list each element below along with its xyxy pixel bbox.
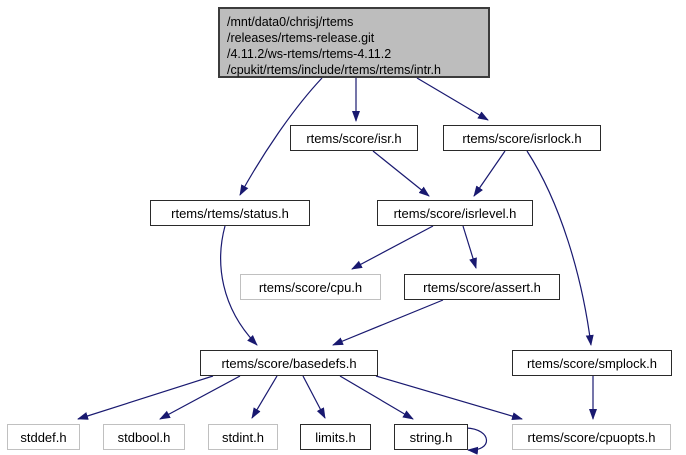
edge-isrlock-to-isrlevel	[473, 150, 506, 197]
edge-intr-to-isrlock	[416, 77, 489, 121]
node-cpuopts-h: rtems/score/cpuopts.h	[512, 424, 671, 450]
node-string-h[interactable]: string.h	[394, 424, 468, 450]
node-cpu-h: rtems/score/cpu.h	[240, 274, 381, 300]
node-isrlock-h[interactable]: rtems/score/isrlock.h	[443, 125, 601, 151]
node-basedefs-h[interactable]: rtems/score/basedefs.h	[200, 350, 378, 376]
edge-isrlevel-to-assert	[462, 225, 477, 269]
edge-basedefs-to-string	[339, 375, 414, 420]
node-isr-h[interactable]: rtems/score/isr.h	[290, 125, 418, 151]
edge-basedefs-to-cpuopts	[375, 375, 523, 421]
edge-assert-to-basedefs	[332, 299, 444, 346]
edge-string-self-loop	[465, 427, 487, 455]
edge-basedefs-to-stdbool	[159, 375, 241, 420]
node-isrlevel-h[interactable]: rtems/score/isrlevel.h	[377, 200, 533, 226]
node-limits-h[interactable]: limits.h	[300, 424, 371, 450]
node-stdbool-h: stdbool.h	[103, 424, 185, 450]
node-intr-h: /mnt/data0/chrisj/rtems /releases/rtems-…	[218, 7, 490, 78]
node-status-h[interactable]: rtems/rtems/status.h	[150, 200, 310, 226]
edge-basedefs-to-stddef	[77, 375, 214, 420]
edge-isrlock-to-smplock	[526, 150, 594, 346]
edge-isrlevel-to-cpu	[351, 225, 434, 270]
edge-isr-to-isrlevel	[372, 150, 430, 197]
node-stdint-h: stdint.h	[208, 424, 278, 450]
node-stddef-h: stddef.h	[7, 424, 80, 450]
node-smplock-h[interactable]: rtems/score/smplock.h	[512, 350, 672, 376]
node-assert-h[interactable]: rtems/score/assert.h	[404, 274, 560, 300]
edge-basedefs-to-limits	[302, 375, 326, 419]
edge-basedefs-to-stdint	[251, 375, 278, 419]
